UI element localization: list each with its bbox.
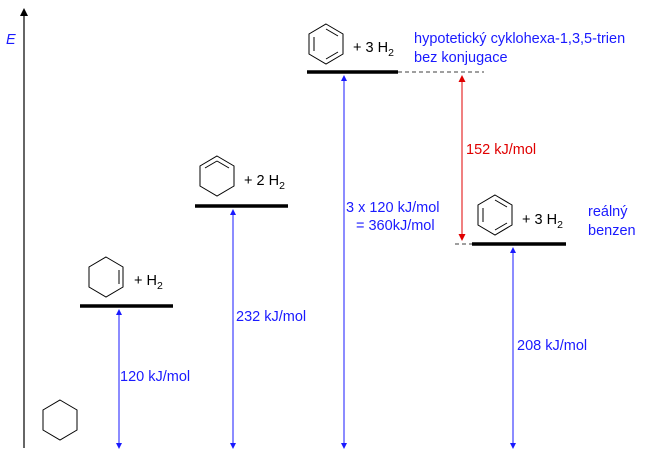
benzene-structure [477,194,513,236]
axis-label-energy: E [6,32,16,48]
note-real-line2: benzen [588,223,636,239]
reagent-3h2-benzene: + 3 H2 [522,212,563,231]
hypothetical-triene-structure [308,23,344,65]
energy-label-120: 120 kJ/mol [120,369,190,385]
note-real-line1: reálný [588,204,628,220]
cyclohexane-structure [42,399,78,441]
cyclohexene-structure [88,256,124,298]
cyclohexadiene-structure [199,155,235,197]
energy-label-360-line1: 3 x 120 kJ/mol [346,200,440,216]
reagent-h2-cyclohexene: + H2 [134,273,163,292]
note-hypothetical-line1: hypotetický cyklohexa-1,3,5-trien [414,31,625,47]
note-hypothetical-line2: bez konjugace [414,50,508,66]
reagent-3h2-hypothetical: + 3 H2 [353,40,394,59]
energy-label-360-line2: = 360kJ/mol [356,218,435,234]
energy-label-232: 232 kJ/mol [236,309,306,325]
reagent-2h2-cyclohexadiene: + 2 H2 [244,173,285,192]
stabilization-label-152: 152 kJ/mol [466,142,536,158]
energy-label-208: 208 kJ/mol [517,338,587,354]
